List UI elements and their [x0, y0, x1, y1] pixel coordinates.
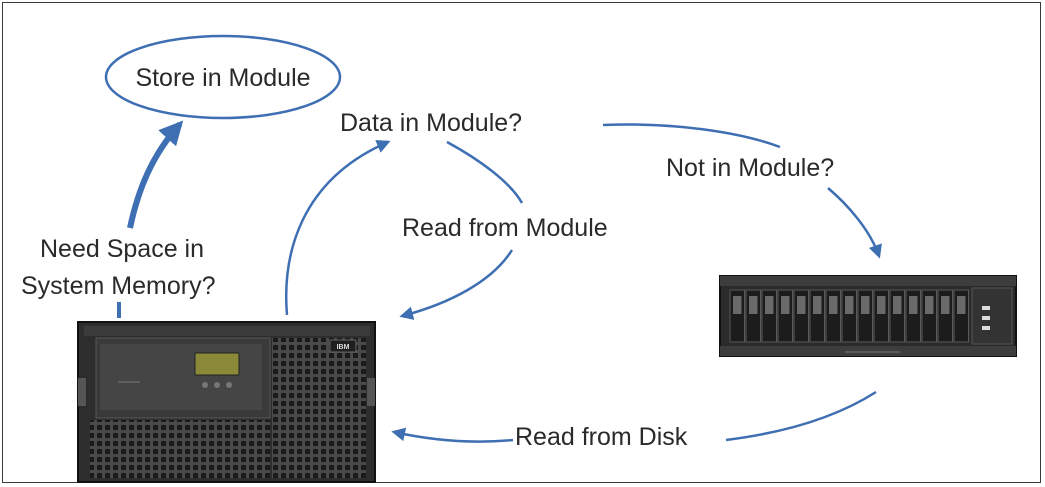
drive-bay-handle: [861, 296, 870, 314]
store-ellipse: [104, 34, 342, 120]
need-space-label-line1: Need Space in: [40, 235, 204, 263]
line-disk-to-read-disk: [725, 390, 877, 442]
disk-array: [719, 275, 1017, 357]
arrow-read-module-to-server: [399, 249, 514, 320]
arrow-server-to-data-in-module: [285, 140, 391, 316]
arrow-read-disk-to-server: [391, 427, 514, 443]
drive-bay-handle: [765, 296, 774, 314]
line-data-to-read-module: [446, 140, 524, 204]
server-unit: IBM: [77, 321, 376, 483]
arrow-not-in-module-to-disk: [827, 187, 882, 259]
read-from-disk-label: Read from Disk: [515, 423, 688, 451]
server-brand-logo: IBM: [337, 344, 350, 351]
drive-bay-handle: [733, 296, 742, 314]
drive-bay-handle: [749, 296, 758, 314]
not-in-module-label: Not in Module?: [666, 154, 834, 182]
line-data-to-not-in-module: [602, 123, 781, 149]
drive-bay-handle: [893, 296, 902, 314]
drive-bay-handle: [845, 296, 854, 314]
store-in-module-label: Store in Module: [135, 64, 310, 92]
read-from-module-label: Read from Module: [402, 214, 608, 242]
data-in-module-label: Data in Module?: [340, 109, 522, 137]
drive-bay-handle: [909, 296, 918, 314]
drive-bay-handle: [941, 296, 950, 314]
arrow-need-space-to-store: [127, 120, 184, 229]
drive-bay-handle: [925, 296, 934, 314]
need-space-label-line2: System Memory?: [21, 272, 215, 300]
drive-bays: [729, 289, 969, 343]
drive-bay-handle: [829, 296, 838, 314]
drive-bay-handle: [813, 296, 822, 314]
drive-bay-handle: [957, 296, 966, 314]
drive-bay-handle: [781, 296, 790, 314]
drive-bay-handle: [877, 296, 886, 314]
drive-bay-handle: [797, 296, 806, 314]
